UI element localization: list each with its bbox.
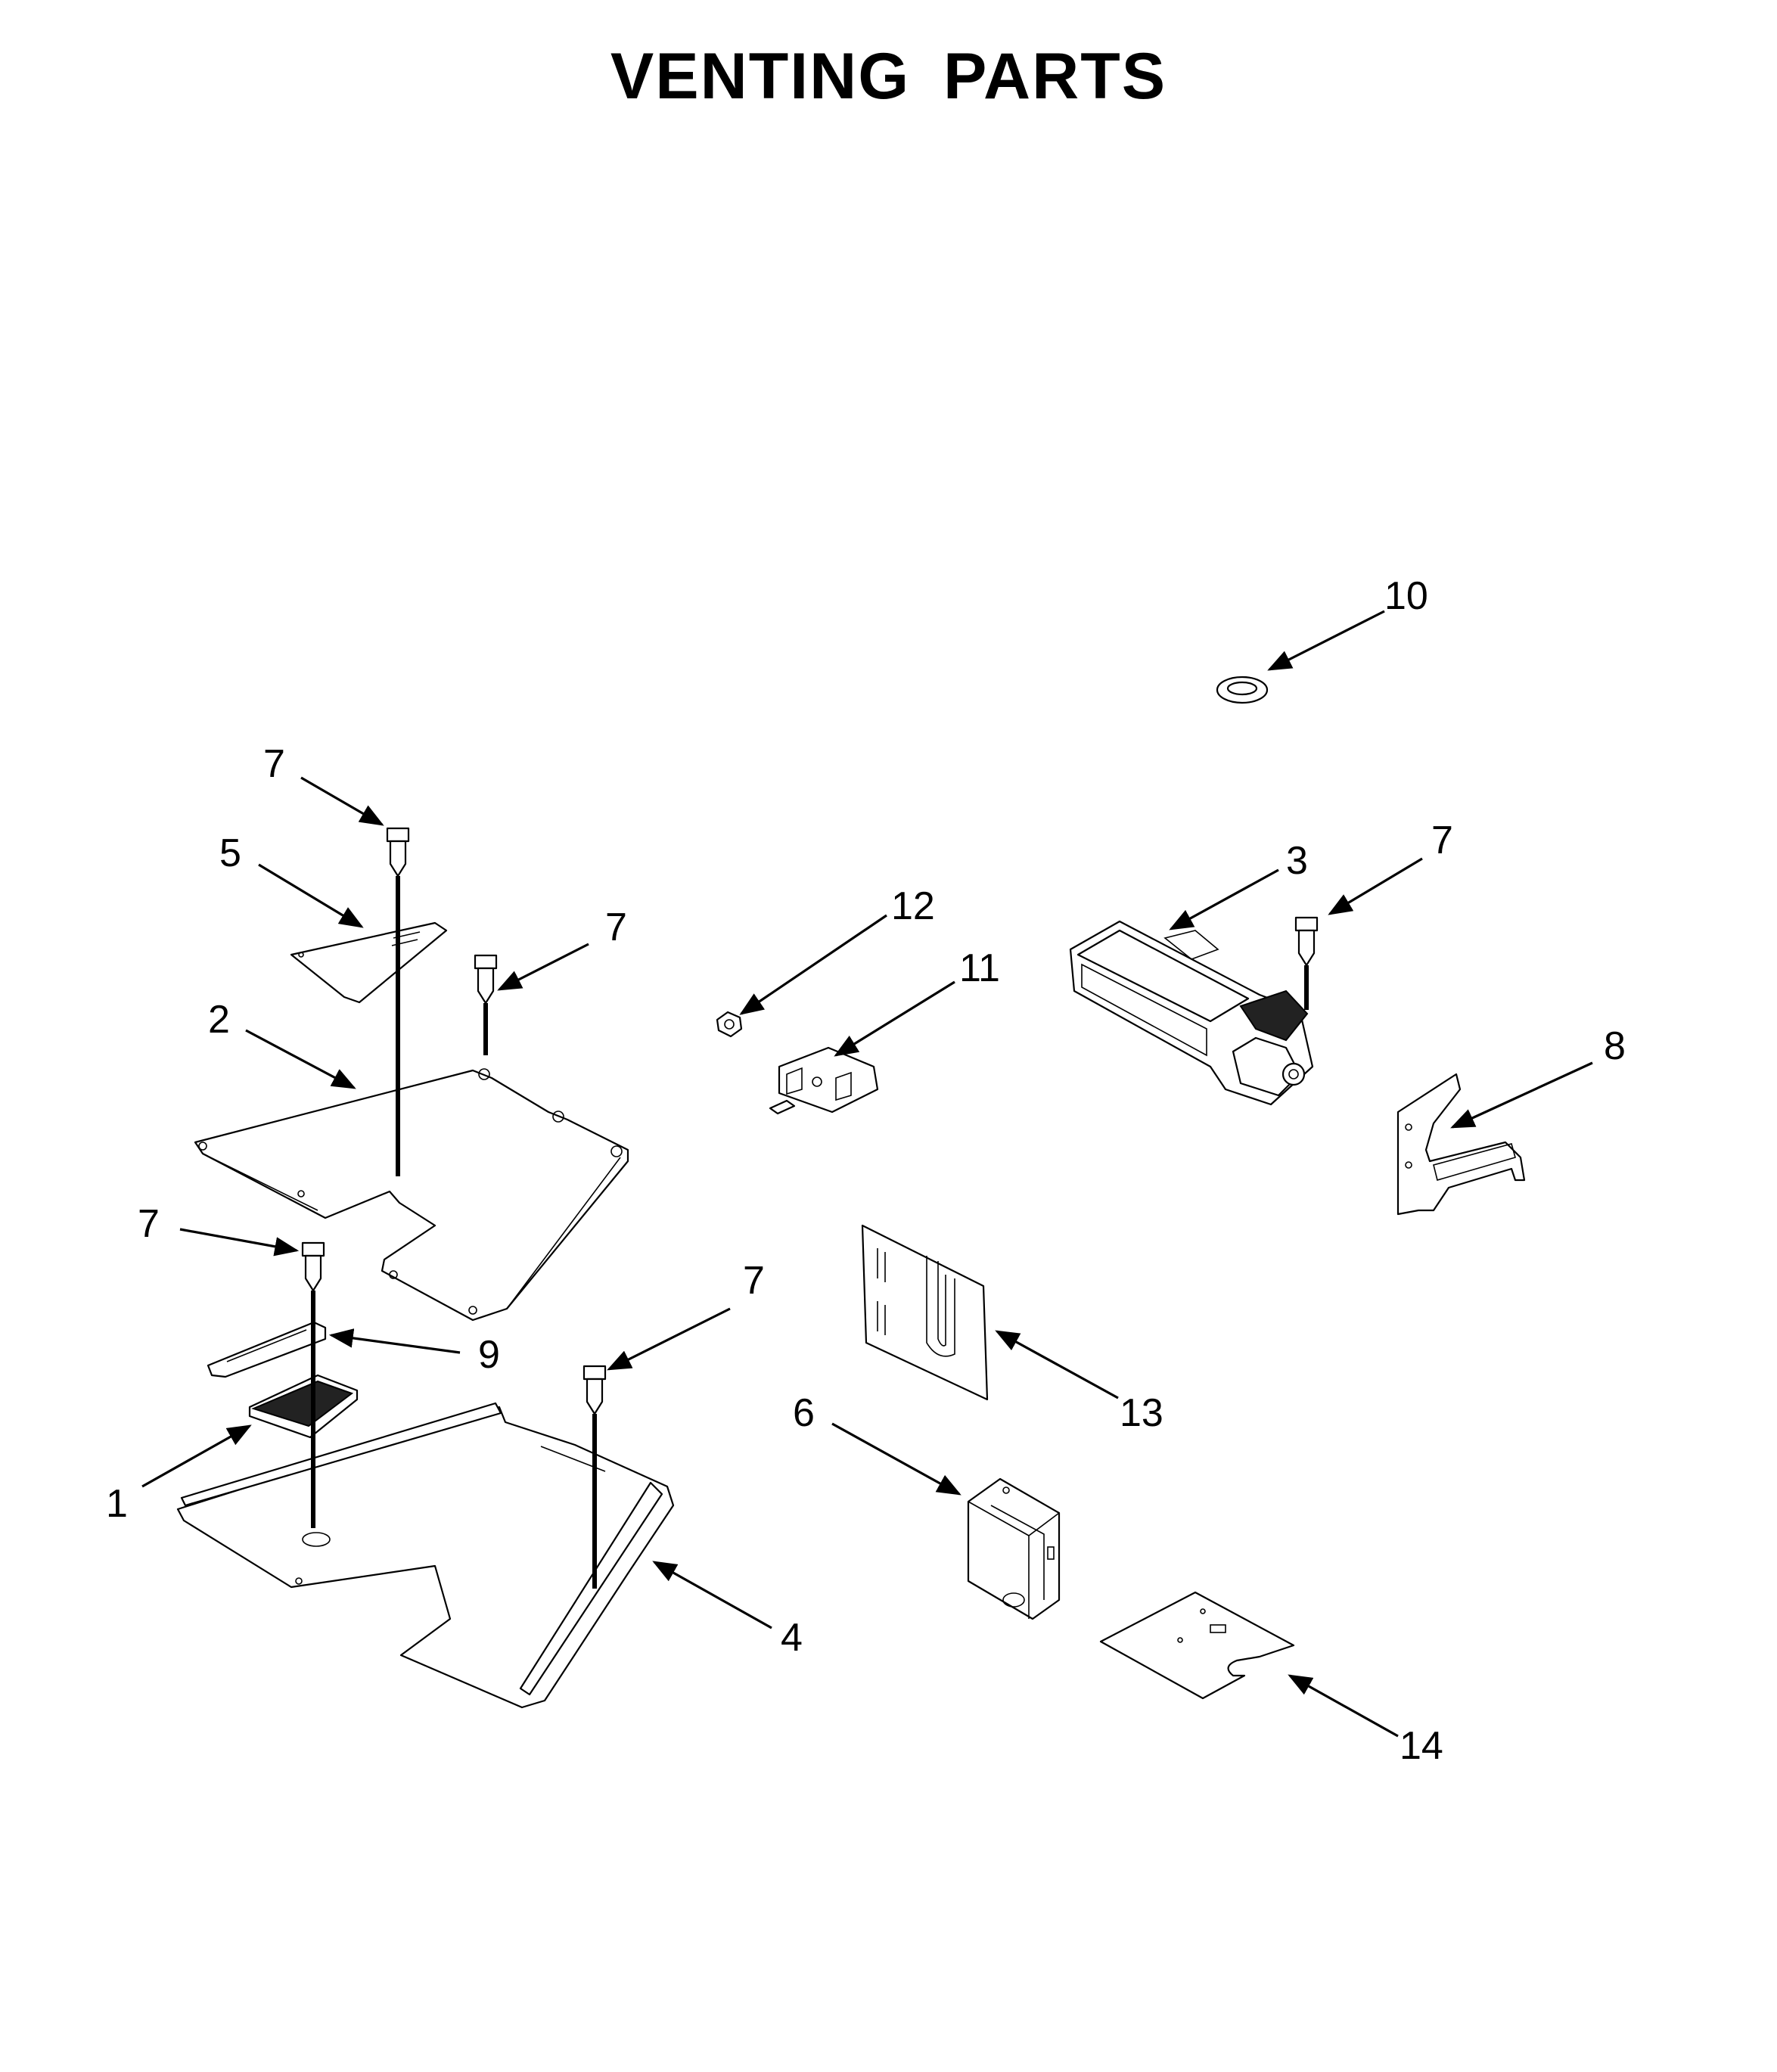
callout-7a: 7 <box>263 742 285 786</box>
part-12-nut <box>716 1011 743 1038</box>
arrow-8 <box>1450 1061 1593 1129</box>
part-6-junction-box <box>967 1477 1061 1620</box>
callout-13: 13 <box>1120 1391 1163 1435</box>
screw-7b <box>474 954 498 1055</box>
screw-7a <box>386 827 410 1176</box>
callout-6: 6 <box>793 1391 815 1435</box>
arrow-6 <box>831 1422 962 1496</box>
arrow-7c <box>179 1228 300 1257</box>
part-14-cover-plate <box>1099 1591 1295 1700</box>
arrow-4 <box>652 1561 772 1629</box>
arrow-11 <box>834 980 955 1057</box>
leader-arrows <box>141 610 1593 1738</box>
arrow-5 <box>258 863 364 928</box>
arrow-7a <box>300 776 384 826</box>
part-11-terminal-block <box>769 1046 879 1115</box>
callout-7d: 7 <box>743 1259 765 1303</box>
callout-5: 5 <box>219 831 241 875</box>
arrow-12 <box>739 914 887 1015</box>
screw-7d <box>582 1365 607 1589</box>
part-4-base-panel <box>176 1402 675 1709</box>
arrow-7b <box>497 943 589 991</box>
part-8-curved-bracket <box>1396 1073 1526 1216</box>
callout-9: 9 <box>478 1333 500 1377</box>
part-13-slotted-plate <box>861 1224 989 1401</box>
part-2-panel <box>194 1068 629 1322</box>
arrow-7d <box>607 1307 731 1371</box>
page-title: VENTING PARTS <box>610 40 1167 113</box>
arrow-14 <box>1288 1674 1399 1738</box>
callout-14: 14 <box>1400 1724 1443 1768</box>
screw-7c <box>301 1241 325 1528</box>
callout-4: 4 <box>781 1616 803 1660</box>
callout-12: 12 <box>891 884 935 928</box>
callout-8: 8 <box>1604 1024 1626 1068</box>
part-10-gasket <box>1216 676 1269 704</box>
part-3-vent-assembly <box>1069 920 1314 1106</box>
callout-labels: 10 7 5 7 2 12 11 3 7 8 7 9 7 13 1 6 4 14 <box>106 574 1626 1768</box>
part-1-vent-flap <box>248 1374 359 1439</box>
callout-3: 3 <box>1286 839 1308 883</box>
callout-2: 2 <box>208 998 230 1042</box>
arrow-9 <box>328 1328 461 1354</box>
arrow-2 <box>245 1029 356 1089</box>
callout-11: 11 <box>959 946 1000 990</box>
arrow-13 <box>995 1330 1119 1399</box>
screw-7e <box>1294 916 1319 1010</box>
arrow-3 <box>1169 868 1279 930</box>
part-9-bracket <box>207 1321 327 1378</box>
callout-1: 1 <box>106 1482 128 1526</box>
arrow-1 <box>141 1424 252 1488</box>
arrow-7e <box>1328 857 1423 915</box>
arrow-10 <box>1267 610 1385 671</box>
callout-7b: 7 <box>605 906 627 949</box>
part-5-plate <box>290 921 448 1004</box>
callout-10: 10 <box>1384 574 1428 618</box>
callout-7e: 7 <box>1431 819 1453 862</box>
callout-7c: 7 <box>138 1202 160 1246</box>
